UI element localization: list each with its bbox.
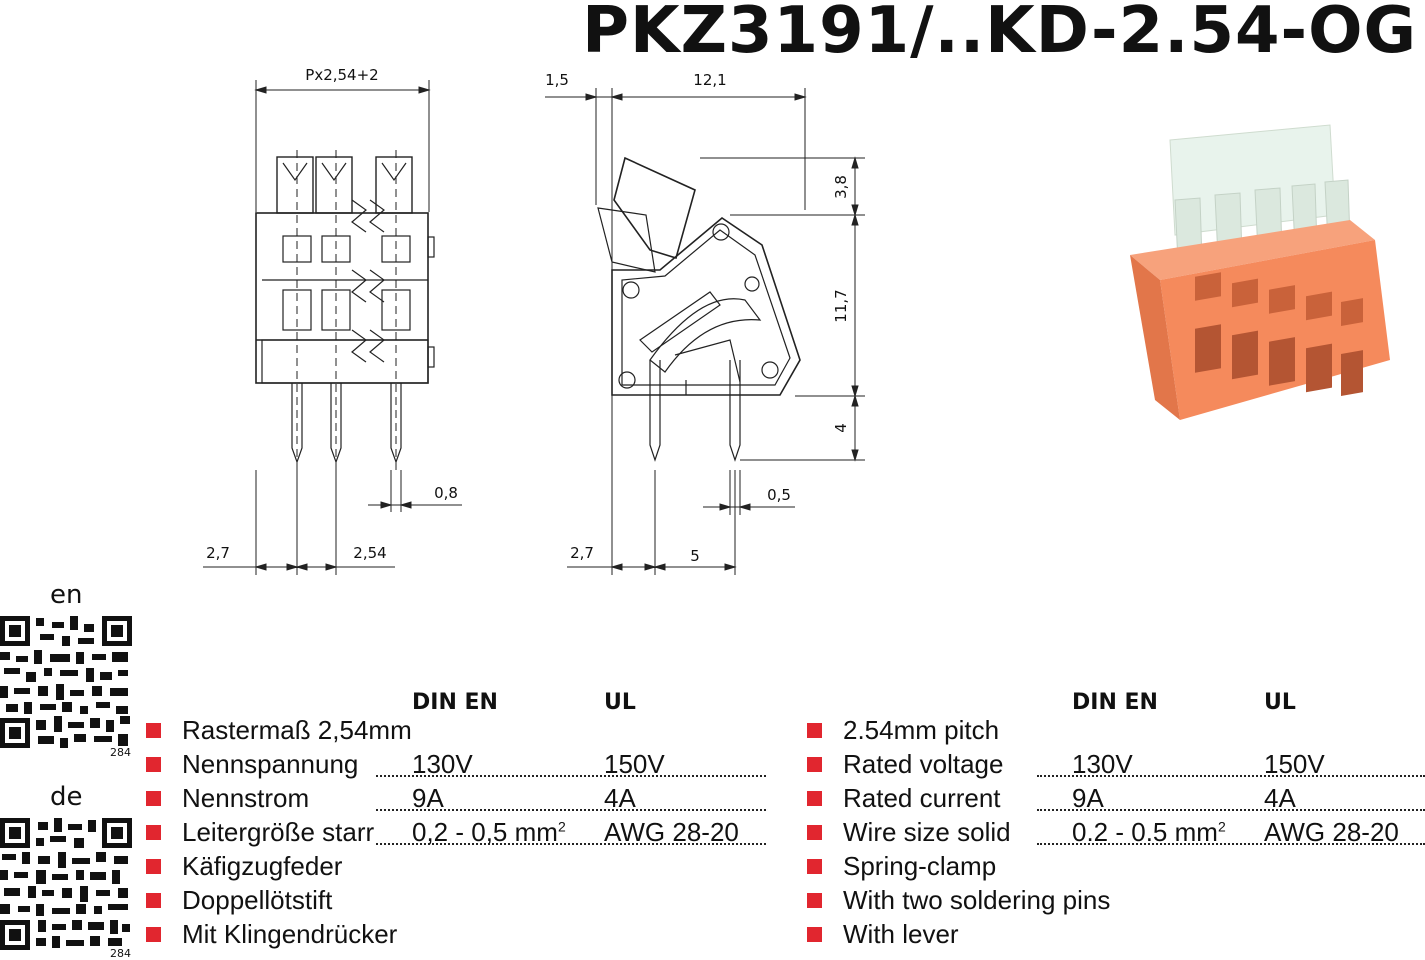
qr-en-label: en — [50, 580, 83, 610]
spec-value-din: 0,2 - 0,5 mm2 — [412, 817, 566, 848]
spec-label: With lever — [843, 919, 959, 949]
dim-edge-front: 2,7 — [206, 544, 230, 562]
spec-value-din: 130V — [412, 749, 473, 779]
spec-row-de: Rastermaß 2,54mm — [146, 714, 766, 748]
dim-h-pin: 4 — [832, 423, 850, 433]
spec-label: Käfigzugfeder — [182, 851, 343, 881]
bullet-marker — [807, 825, 822, 840]
qr-en-number: 284 — [110, 746, 131, 759]
bullet-marker — [807, 893, 822, 908]
dim-pin-w-side: 0,5 — [767, 486, 791, 504]
spec-value-ul: 4A — [604, 783, 636, 813]
qr-code-de[interactable] — [0, 818, 132, 950]
dotted-leader — [376, 775, 766, 777]
bullet-marker — [146, 757, 161, 772]
spec-label: Doppellötstift — [182, 885, 333, 915]
qr-code-en[interactable] — [0, 616, 132, 748]
spec-row-en: Rated current 9A 4A — [807, 782, 1425, 816]
spec-label: With two soldering pins — [843, 885, 1111, 915]
superscript: 2 — [1217, 818, 1226, 835]
spec-row-de: Doppellötstift — [146, 884, 766, 918]
spec-label: Rated voltage — [843, 749, 1004, 779]
spec-label: Rated current — [843, 783, 1001, 813]
spec-label: Nennstrom — [182, 783, 310, 813]
dim-edge-side: 2,7 — [570, 544, 594, 562]
bullet-marker — [146, 859, 161, 874]
bullet-marker — [807, 859, 822, 874]
spec-label: 2.54mm pitch — [843, 715, 1000, 745]
dim-pitch: 2,54 — [353, 544, 386, 562]
dotted-leader — [376, 809, 766, 811]
de-col-din-en: DIN EN — [412, 690, 498, 715]
dim-pitch-total: Px2,54+2 — [305, 66, 378, 84]
bullet-marker — [146, 791, 161, 806]
spec-label: Rastermaß 2,54mm — [182, 715, 412, 745]
spec-value-din: 9A — [1072, 783, 1104, 813]
spec-row-de: Nennstrom 9A 4A — [146, 782, 766, 816]
spec-value-text: 0,2 - 0,5 mm — [412, 817, 558, 847]
spec-row-de: Mit Klingendrücker — [146, 918, 766, 952]
spec-value-ul: 4A — [1264, 783, 1296, 813]
spec-label: Wire size solid — [843, 817, 1011, 847]
spec-row-de: Leitergröße starr 0,2 - 0,5 mm2 AWG 28-20 — [146, 816, 766, 850]
spec-label: Spring-clamp — [843, 851, 997, 881]
dotted-leader — [1037, 775, 1425, 777]
en-col-din-en: DIN EN — [1072, 690, 1158, 715]
bullet-marker — [146, 825, 161, 840]
dim-pin-w-front: 0,8 — [434, 484, 458, 502]
technical-drawing: Px2,54+2 1,5 12,1 3,8 11,7 4 0,8 0,5 2,7… — [203, 66, 865, 575]
de-col-ul: UL — [604, 690, 636, 715]
spec-row-en: Rated voltage 130V 150V — [807, 748, 1425, 782]
spec-list-en: 2.54mm pitch Rated voltage 130V 150V Rated… — [807, 714, 1425, 952]
dim-h-lever: 3,8 — [832, 175, 850, 199]
spec-value-din: 9A — [412, 783, 444, 813]
spec-value-text: 0.2 - 0.5 mm — [1072, 817, 1218, 847]
spec-value-ul: AWG 28-20 — [604, 817, 739, 847]
spec-row-de: Nennspannung 130V 150V — [146, 748, 766, 782]
en-col-ul: UL — [1264, 690, 1296, 715]
dim-h-body: 11,7 — [832, 289, 850, 322]
qr-de-label: de — [50, 782, 83, 812]
spec-value-din: 0.2 - 0.5 mm2 — [1072, 817, 1226, 848]
bullet-marker — [146, 723, 161, 738]
spec-list-de: Rastermaß 2,54mm Nennspannung 130V 150V Ne… — [146, 714, 766, 952]
spec-row-en: 2.54mm pitch — [807, 714, 1425, 748]
front-view — [255, 150, 435, 470]
dim-pin-gap: 5 — [690, 547, 700, 565]
product-title: PKZ3191/..KD-2.54-OG — [582, 0, 1417, 68]
spec-label: Leitergröße starr — [182, 817, 375, 847]
spec-row-en: Wire size solid 0.2 - 0.5 mm2 AWG 28-20 — [807, 816, 1425, 850]
bullet-marker — [146, 927, 161, 942]
spec-value-din: 130V — [1072, 749, 1133, 779]
dotted-leader — [376, 843, 766, 845]
spec-value-ul: AWG 28-20 — [1264, 817, 1399, 847]
superscript: 2 — [557, 818, 566, 835]
spec-row-en: With lever — [807, 918, 1425, 952]
bullet-marker — [807, 723, 822, 738]
bullet-marker — [146, 893, 161, 908]
bullet-marker — [807, 927, 822, 942]
spec-label: Mit Klingendrücker — [182, 919, 398, 949]
spec-label: Nennspannung — [182, 749, 359, 779]
spec-row-en: Spring-clamp — [807, 850, 1425, 884]
spec-value-ul: 150V — [604, 749, 665, 779]
dim-offset-top: 1,5 — [545, 71, 569, 89]
qr-de-number: 284 — [110, 947, 131, 960]
spec-row-de: Käfigzugfeder — [146, 850, 766, 884]
spec-row-en: With two soldering pins — [807, 884, 1425, 918]
dotted-leader — [1037, 843, 1425, 845]
product-photo — [1130, 124, 1390, 420]
bullet-marker — [807, 791, 822, 806]
dotted-leader — [1037, 809, 1425, 811]
spec-value-ul: 150V — [1264, 749, 1325, 779]
bullet-marker — [807, 757, 822, 772]
side-view — [597, 156, 801, 462]
dim-width: 12,1 — [693, 71, 726, 89]
